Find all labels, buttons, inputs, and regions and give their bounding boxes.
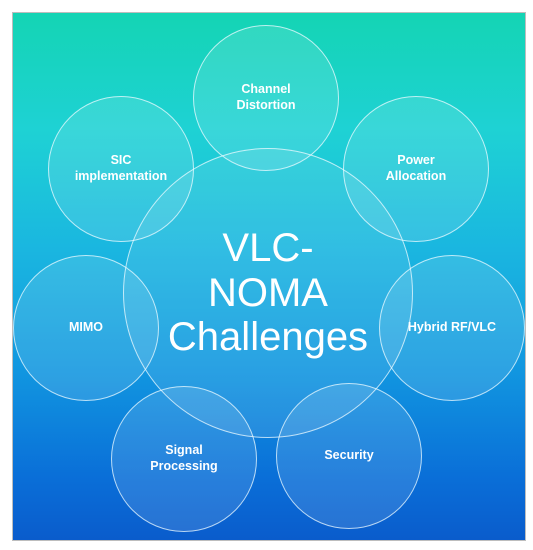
challenge-label: Channel Distortion bbox=[236, 82, 296, 112]
challenge-channel-distortion: Channel Distortion bbox=[193, 25, 339, 171]
challenges-diagram: VLC- NOMA Challenges Channel Distortion … bbox=[12, 12, 526, 541]
challenge-power-allocation: Power Allocation bbox=[343, 96, 489, 242]
challenge-label: Signal Processing bbox=[150, 443, 218, 473]
center-label: VLC- NOMA Challenges bbox=[167, 225, 369, 360]
challenge-hybrid-rf-vlc: Hybrid RF/VLC bbox=[379, 255, 525, 401]
challenge-label: SIC implementation bbox=[74, 153, 168, 183]
challenge-signal-processing: Signal Processing bbox=[111, 386, 257, 532]
challenge-label: Power Allocation bbox=[385, 153, 447, 183]
challenge-mimo: MIMO bbox=[13, 255, 159, 401]
challenge-security: Security bbox=[276, 383, 422, 529]
challenge-label: Security bbox=[324, 448, 374, 463]
challenge-label: MIMO bbox=[68, 320, 104, 335]
challenge-sic-implementation: SIC implementation bbox=[48, 96, 194, 242]
challenge-label: Hybrid RF/VLC bbox=[407, 320, 497, 335]
